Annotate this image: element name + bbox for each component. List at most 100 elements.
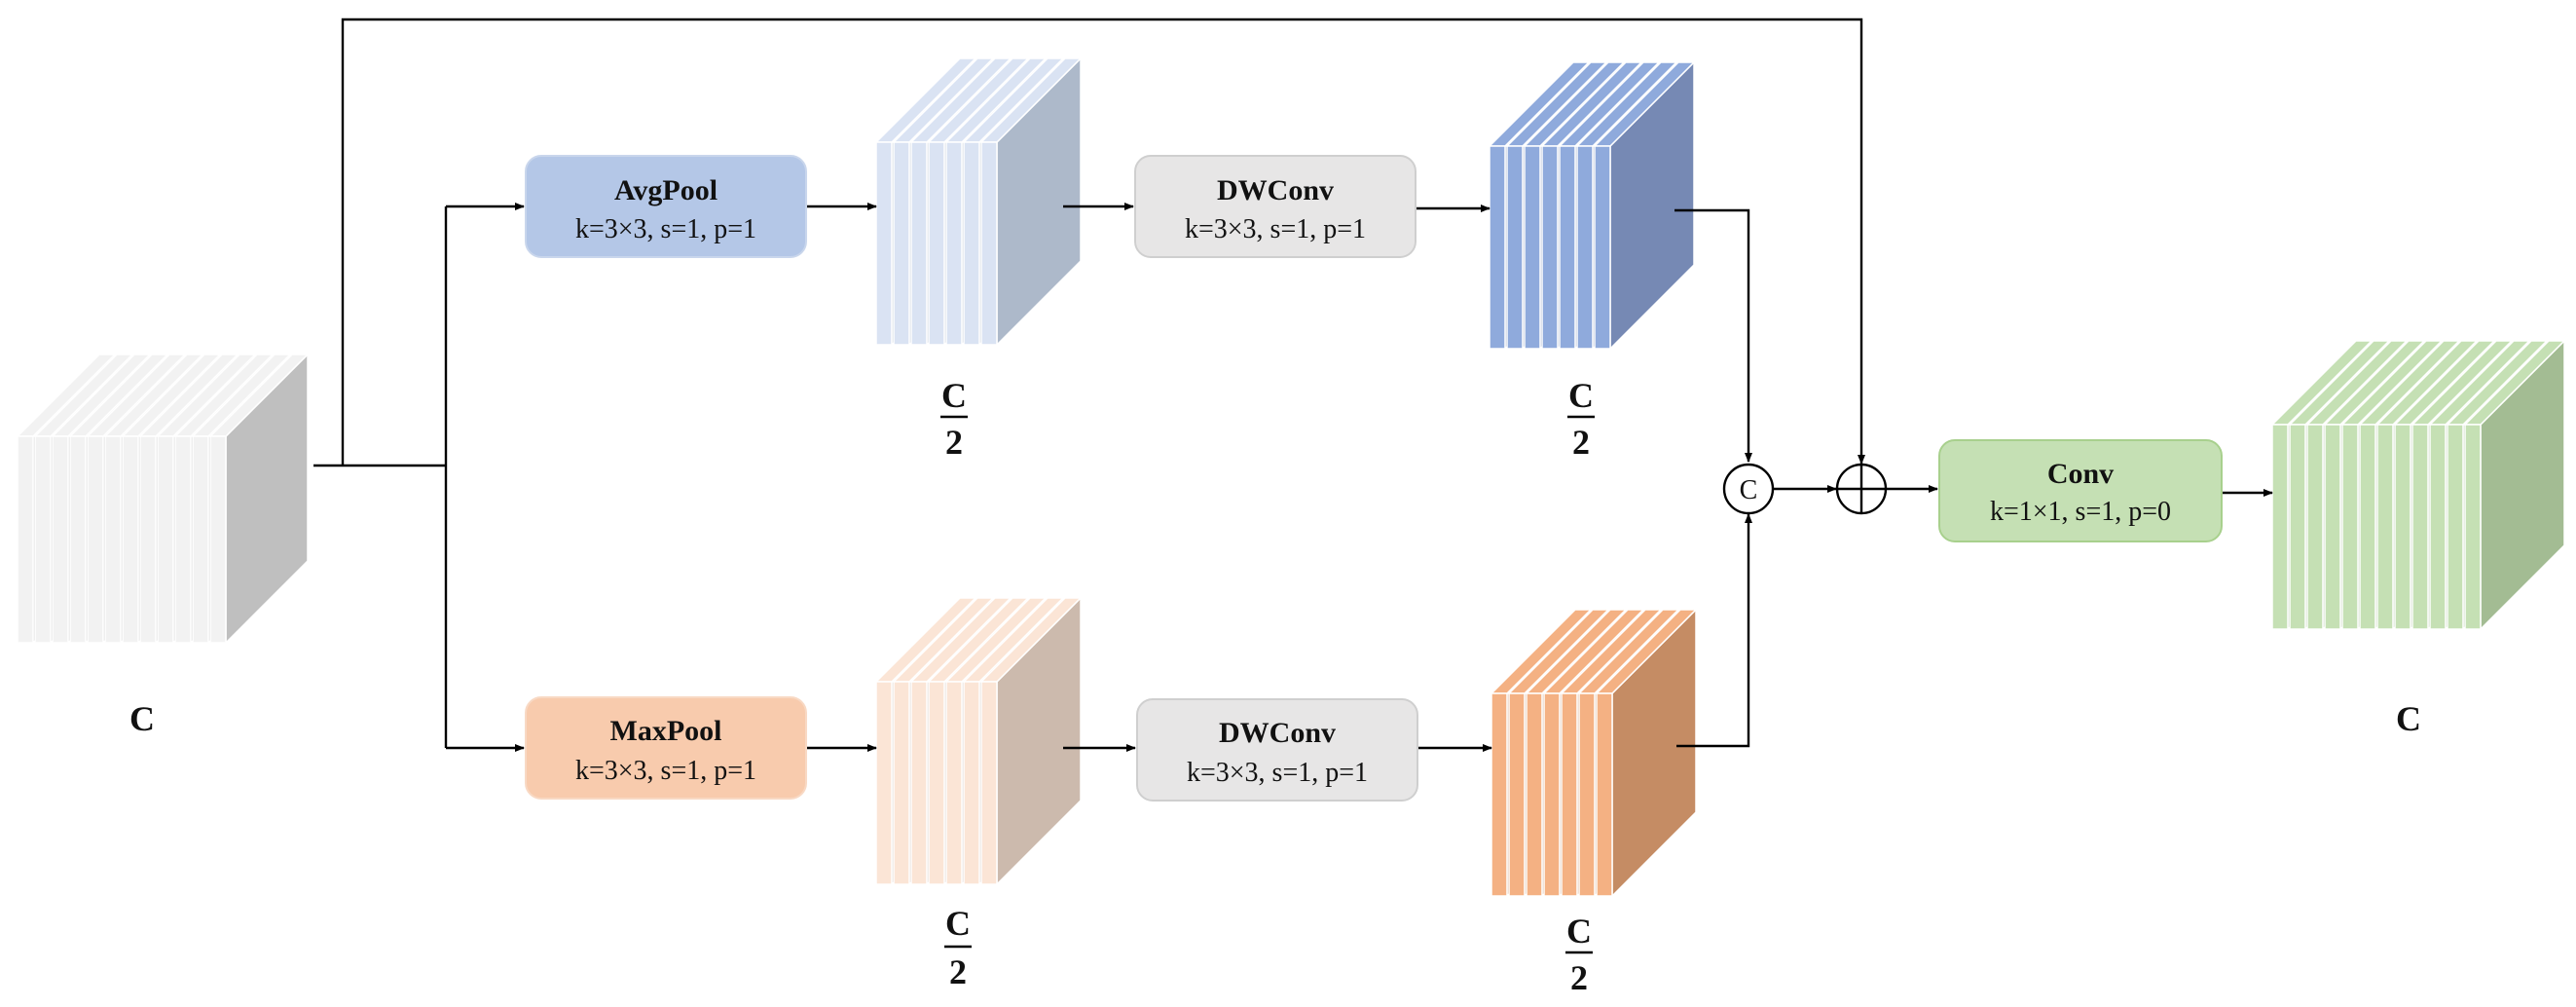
dwconv-top-title: DWConv bbox=[1217, 174, 1334, 206]
connections bbox=[313, 18, 2273, 752]
tensor-slice-front bbox=[17, 435, 34, 644]
avgpool-params: k=3×3, s=1, p=1 bbox=[575, 214, 756, 244]
fraction-maxpool: C 2 bbox=[944, 904, 972, 991]
tensor-slice-front bbox=[2271, 424, 2289, 630]
dwconv-bottom-output-tensor bbox=[1490, 608, 1698, 898]
tensor-slice-front bbox=[1524, 145, 1541, 350]
tensor-slice-front bbox=[87, 435, 104, 644]
avgpool-block: AvgPool k=3×3, s=1, p=1 bbox=[525, 155, 807, 258]
tensor-slice-front bbox=[1596, 692, 1613, 897]
tensor-slice-front bbox=[1489, 145, 1506, 350]
fraction-numerator: C bbox=[1566, 912, 1592, 951]
tensor-slice-front bbox=[1594, 145, 1611, 350]
tensor-slice-front bbox=[2341, 424, 2359, 630]
tensor-slice-front bbox=[945, 681, 963, 885]
tensor-slice-front bbox=[1490, 692, 1508, 897]
avgpool-box bbox=[525, 155, 807, 258]
tensor-slice-front bbox=[893, 141, 910, 346]
tensor-slice-front bbox=[139, 435, 157, 644]
tensor-slice-front bbox=[928, 681, 945, 885]
conv-params: k=1×1, s=1, p=0 bbox=[1990, 497, 2171, 527]
tensor-slice-front bbox=[963, 681, 980, 885]
dwconv-bottom-params: k=3×3, s=1, p=1 bbox=[1187, 758, 1368, 788]
input-channel-label: C bbox=[129, 699, 155, 738]
tensor-slice-front bbox=[209, 435, 227, 644]
output-tensor bbox=[2270, 339, 2566, 631]
add-node bbox=[1835, 463, 1888, 515]
fraction-denominator: 2 bbox=[1572, 423, 1590, 462]
tensor-slice-front bbox=[910, 141, 928, 346]
tensor-slice-front bbox=[1508, 692, 1526, 897]
tensor-slice-front bbox=[2411, 424, 2429, 630]
tensor-slice-front bbox=[157, 435, 174, 644]
tensor-slice-front bbox=[1526, 692, 1543, 897]
conv-box bbox=[1938, 439, 2223, 542]
fraction-dwconv-bottom: C 2 bbox=[1565, 912, 1593, 997]
fraction-denominator: 2 bbox=[945, 423, 963, 462]
tensor-slice-front bbox=[122, 435, 139, 644]
top-branch-to-concat-arrow bbox=[1674, 208, 1752, 463]
concat-symbol: C bbox=[1740, 475, 1758, 505]
tensor-slice-front bbox=[69, 435, 87, 644]
dwconv-top-box bbox=[1134, 155, 1417, 258]
tensor-slice-front bbox=[1578, 692, 1596, 897]
tensor-slice-front bbox=[980, 141, 998, 346]
fraction-denominator: 2 bbox=[949, 952, 967, 991]
tensor-slice-front bbox=[928, 141, 945, 346]
tensor-slice-front bbox=[192, 435, 209, 644]
conv-block: Conv k=1×1, s=1, p=0 bbox=[1938, 439, 2223, 542]
tensor-slice-front bbox=[1541, 145, 1559, 350]
dwconv-bottom-title: DWConv bbox=[1219, 717, 1336, 749]
tensor-slice-front bbox=[980, 681, 998, 885]
concat-node: C bbox=[1722, 463, 1775, 515]
tensor-slice-front bbox=[2429, 424, 2447, 630]
fraction-numerator: C bbox=[1568, 376, 1594, 415]
dwconv-bottom-block: DWConv k=3×3, s=1, p=1 bbox=[1136, 698, 1418, 802]
skip-connection-arrow bbox=[341, 18, 1865, 466]
maxpool-block: MaxPool k=3×3, s=1, p=1 bbox=[525, 696, 807, 800]
tensor-slice-front bbox=[945, 141, 963, 346]
tensor-slice-front bbox=[910, 681, 928, 885]
tensor-slice-front bbox=[2447, 424, 2464, 630]
tensor-slice-front bbox=[1543, 692, 1561, 897]
tensor-slice-front bbox=[34, 435, 52, 644]
input-tensor bbox=[16, 353, 310, 645]
dwconv-top-params: k=3×3, s=1, p=1 bbox=[1185, 214, 1366, 244]
tensor-slice-front bbox=[2394, 424, 2411, 630]
fraction-numerator: C bbox=[941, 376, 967, 415]
tensor-slice-front bbox=[2376, 424, 2394, 630]
tensor-slice-front bbox=[2306, 424, 2324, 630]
maxpool-params: k=3×3, s=1, p=1 bbox=[575, 756, 756, 786]
concat-circle bbox=[1722, 463, 1775, 515]
tensor-slice-front bbox=[1561, 692, 1578, 897]
bottom-branch-to-concat-arrow bbox=[1676, 513, 1752, 748]
fraction-dwconv-top: C 2 bbox=[1567, 376, 1595, 462]
fraction-numerator: C bbox=[945, 904, 971, 943]
tensor-slice-front bbox=[52, 435, 69, 644]
tensor-slice-front bbox=[1576, 145, 1594, 350]
maxpool-title: MaxPool bbox=[610, 715, 722, 747]
fraction-denominator: 2 bbox=[1570, 958, 1588, 997]
tensor-slice-front bbox=[174, 435, 192, 644]
dwconv-top-block: DWConv k=3×3, s=1, p=1 bbox=[1134, 155, 1417, 258]
avgpool-title: AvgPool bbox=[614, 174, 718, 206]
tensor-slice-front bbox=[1559, 145, 1576, 350]
tensor-slice-front bbox=[1506, 145, 1524, 350]
tensor-slice-front bbox=[2324, 424, 2341, 630]
tensor-slice-front bbox=[104, 435, 122, 644]
maxpool-box bbox=[525, 696, 807, 800]
tensor-slice-front bbox=[2289, 424, 2306, 630]
tensor-slice-front bbox=[893, 681, 910, 885]
conv-title: Conv bbox=[2047, 458, 2114, 490]
dwconv-bottom-box bbox=[1136, 698, 1418, 802]
avgpool-output-tensor bbox=[874, 56, 1083, 347]
fraction-avgpool: C 2 bbox=[940, 376, 968, 462]
maxpool-output-tensor bbox=[874, 596, 1083, 886]
output-channel-label: C bbox=[2396, 699, 2421, 738]
tensor-slice-front bbox=[2359, 424, 2376, 630]
dwconv-top-output-tensor bbox=[1488, 60, 1696, 351]
tensor-slice-front bbox=[875, 681, 893, 885]
tensor-slice-front bbox=[875, 141, 893, 346]
tensor-slice-front bbox=[2464, 424, 2482, 630]
